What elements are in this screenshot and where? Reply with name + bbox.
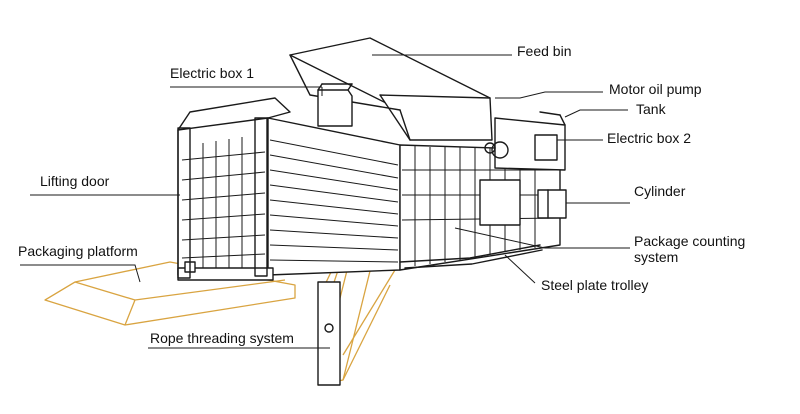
- label-package-counting-line1: Package counting: [634, 233, 745, 249]
- label-electric-box-2: Electric box 2: [607, 130, 691, 146]
- rope-threading-post: [317, 281, 341, 386]
- label-lifting-door: Lifting door: [40, 173, 110, 189]
- cylinder-shape: [537, 189, 567, 219]
- label-feed-bin: Feed bin: [517, 43, 571, 59]
- feed-bin-hopper: [289, 37, 493, 141]
- steel-plate-trolley-shape: [399, 244, 543, 269]
- label-rope-threading-system: Rope threading system: [150, 330, 294, 346]
- label-packaging-platform: Packaging platform: [18, 243, 138, 259]
- label-package-counting-line2: system: [634, 249, 678, 265]
- label-tank: Tank: [636, 101, 667, 117]
- leader-lines: [20, 54, 630, 349]
- tank-assembly: [484, 111, 566, 171]
- label-electric-box-1: Electric box 1: [170, 65, 254, 81]
- electric-box-1-shape: [317, 83, 353, 127]
- packaging-platform-shape: [44, 261, 296, 326]
- label-cylinder: Cylinder: [634, 183, 686, 199]
- baler-body-right: [399, 144, 561, 271]
- label-steel-plate-trolley: Steel plate trolley: [541, 277, 648, 293]
- lifting-door: [177, 117, 268, 279]
- label-motor-oil-pump: Motor oil pump: [609, 81, 702, 97]
- compression-chamber: [177, 97, 401, 281]
